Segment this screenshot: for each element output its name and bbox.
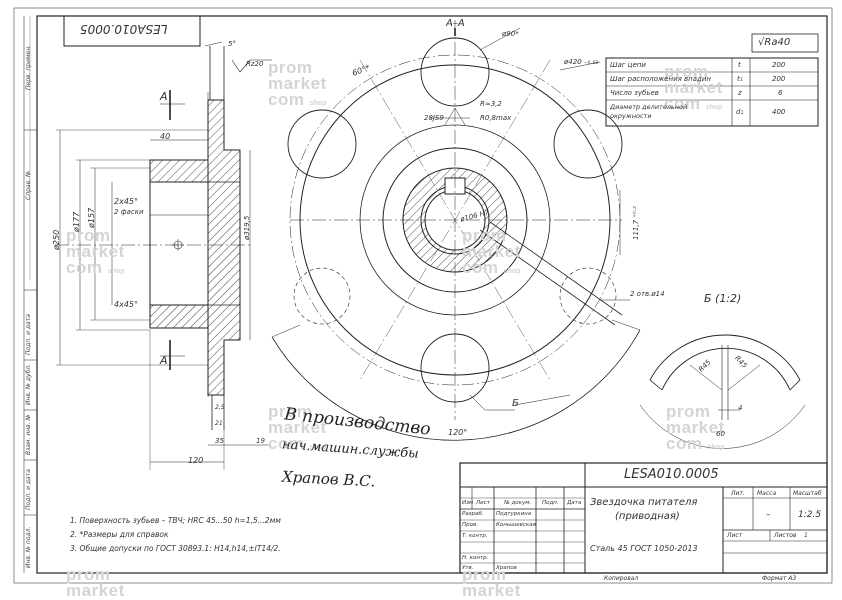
stamp-cell: Дата <box>567 500 582 506</box>
front-view <box>271 20 641 441</box>
side-label: Подп. и дата <box>25 469 32 510</box>
dim-label: R≈3,2 <box>480 100 502 108</box>
dim-label: 60 <box>716 430 725 438</box>
dim-label: ø420 ₋₀.₆₃ <box>564 58 599 66</box>
stamp-cell: Храпов <box>496 565 517 571</box>
param-name: Диаметр делительной окружности <box>610 103 688 120</box>
drawing-code: LESA010.0005 <box>624 467 719 482</box>
dim-label: ø90* <box>502 30 519 38</box>
mass-value: – <box>766 510 771 520</box>
dim-label: 35 <box>215 437 224 445</box>
dim-label: 2,5 <box>215 404 225 411</box>
stamp-cell: Конышевская <box>496 522 536 528</box>
param-value: 400 <box>772 108 786 116</box>
copied-label: Копировал <box>604 575 639 582</box>
params-table <box>605 33 819 127</box>
param-name: Шаг расположения впадин <box>610 75 712 83</box>
dim-label: 5° <box>228 40 236 48</box>
param-symbol: z <box>738 89 742 97</box>
stamp-cell: Изм <box>462 500 474 506</box>
header-scale: Масштаб <box>793 490 822 497</box>
param-symbol: t₁ <box>737 75 743 83</box>
sheets-value: 1 <box>804 532 808 539</box>
stamp-cell: № докум. <box>504 500 532 506</box>
dim-label: 120 <box>188 456 204 465</box>
title-block <box>459 462 828 574</box>
scale-value: 1:2.5 <box>798 510 822 520</box>
detail-arrow-label: Б <box>512 398 519 409</box>
side-label: Взам. инв. № <box>25 414 32 455</box>
side-label: Подп. и дата <box>25 314 32 355</box>
dim-label: 2 отв.ø14 <box>630 290 665 298</box>
dim-label: R0,8max <box>480 114 512 122</box>
dim-label: ø319,5 <box>243 215 251 240</box>
side-label: Инв. № подл. <box>25 526 32 568</box>
stamp-cell: Утв. <box>462 565 474 571</box>
drawing-frame <box>36 15 828 574</box>
section-label-a-top: A <box>160 90 168 103</box>
stamp-cell: Пров. <box>462 522 478 528</box>
detail-view <box>639 334 806 449</box>
section-view <box>55 41 272 470</box>
dim-label: 2x45° <box>114 197 139 206</box>
dim-label: 4x45° <box>114 300 139 309</box>
side-label: Перв. примен. <box>25 44 32 90</box>
part-name-sub: (приводная) <box>615 511 680 522</box>
param-name: Число зубьев <box>610 89 659 97</box>
stamp-cell: Подп. <box>542 500 559 506</box>
note-line: 2. *Размеры для справок <box>70 530 169 539</box>
format-label: Формат А3 <box>762 575 797 582</box>
dim-label: 2 фаски <box>114 208 144 216</box>
dim-label: ø250 <box>52 229 61 250</box>
note-line: 3. Общие допуски по ГОСТ 30893.1: H14,h1… <box>70 544 281 553</box>
param-name: Шаг цепи <box>610 61 646 69</box>
param-value: 200 <box>772 61 786 69</box>
dim-label: Rz20 <box>246 60 264 68</box>
dim-label: 40 <box>160 132 171 141</box>
dim-label: ø157 <box>87 207 96 228</box>
side-label: Инв. № дубл. <box>25 363 32 405</box>
section-label-aa: A–A <box>446 18 465 29</box>
dim-label: 21 <box>215 420 223 427</box>
dim-label: 111,7 ⁺⁰·² <box>632 206 640 240</box>
section-label-a-bottom: A <box>160 354 168 367</box>
header-mass: Масса <box>757 490 777 497</box>
header-lit: Лит. <box>731 490 745 497</box>
dim-label: 19 <box>256 437 265 445</box>
stamp-cell: Подтуркина <box>496 511 532 517</box>
header-sheet: Лист <box>727 532 743 539</box>
param-symbol: t <box>738 61 741 69</box>
material: Сталь 45 ГОСТ 1050-2013 <box>590 544 698 553</box>
dim-label: ø177 <box>72 211 81 232</box>
param-value: 6 <box>778 89 783 97</box>
stamp-cell: Н. контр. <box>462 555 489 561</box>
side-label: Справ. № <box>25 170 32 200</box>
roughness-mark: √Ra40 <box>758 37 791 48</box>
header-sheets: Листов <box>774 532 797 539</box>
dim-label: 4 <box>738 404 743 412</box>
note-line: 1. Поверхность зубьев – ТВЧ; HRC 45...50… <box>70 516 281 525</box>
stamp-cell: Т. контр. <box>462 533 488 539</box>
param-symbol: d₁ <box>736 108 744 116</box>
param-value: 200 <box>772 75 786 83</box>
detail-label: Б (1:2) <box>704 292 742 305</box>
stamp-cell: Разраб. <box>462 511 484 517</box>
dim-label: 28JS9 <box>424 114 444 122</box>
dim-label: 120° <box>448 428 468 437</box>
stamp-cell: Лист <box>476 500 490 506</box>
part-name: Звездочка питателя <box>590 497 698 508</box>
top-code: LESA010.0005 <box>80 22 168 36</box>
